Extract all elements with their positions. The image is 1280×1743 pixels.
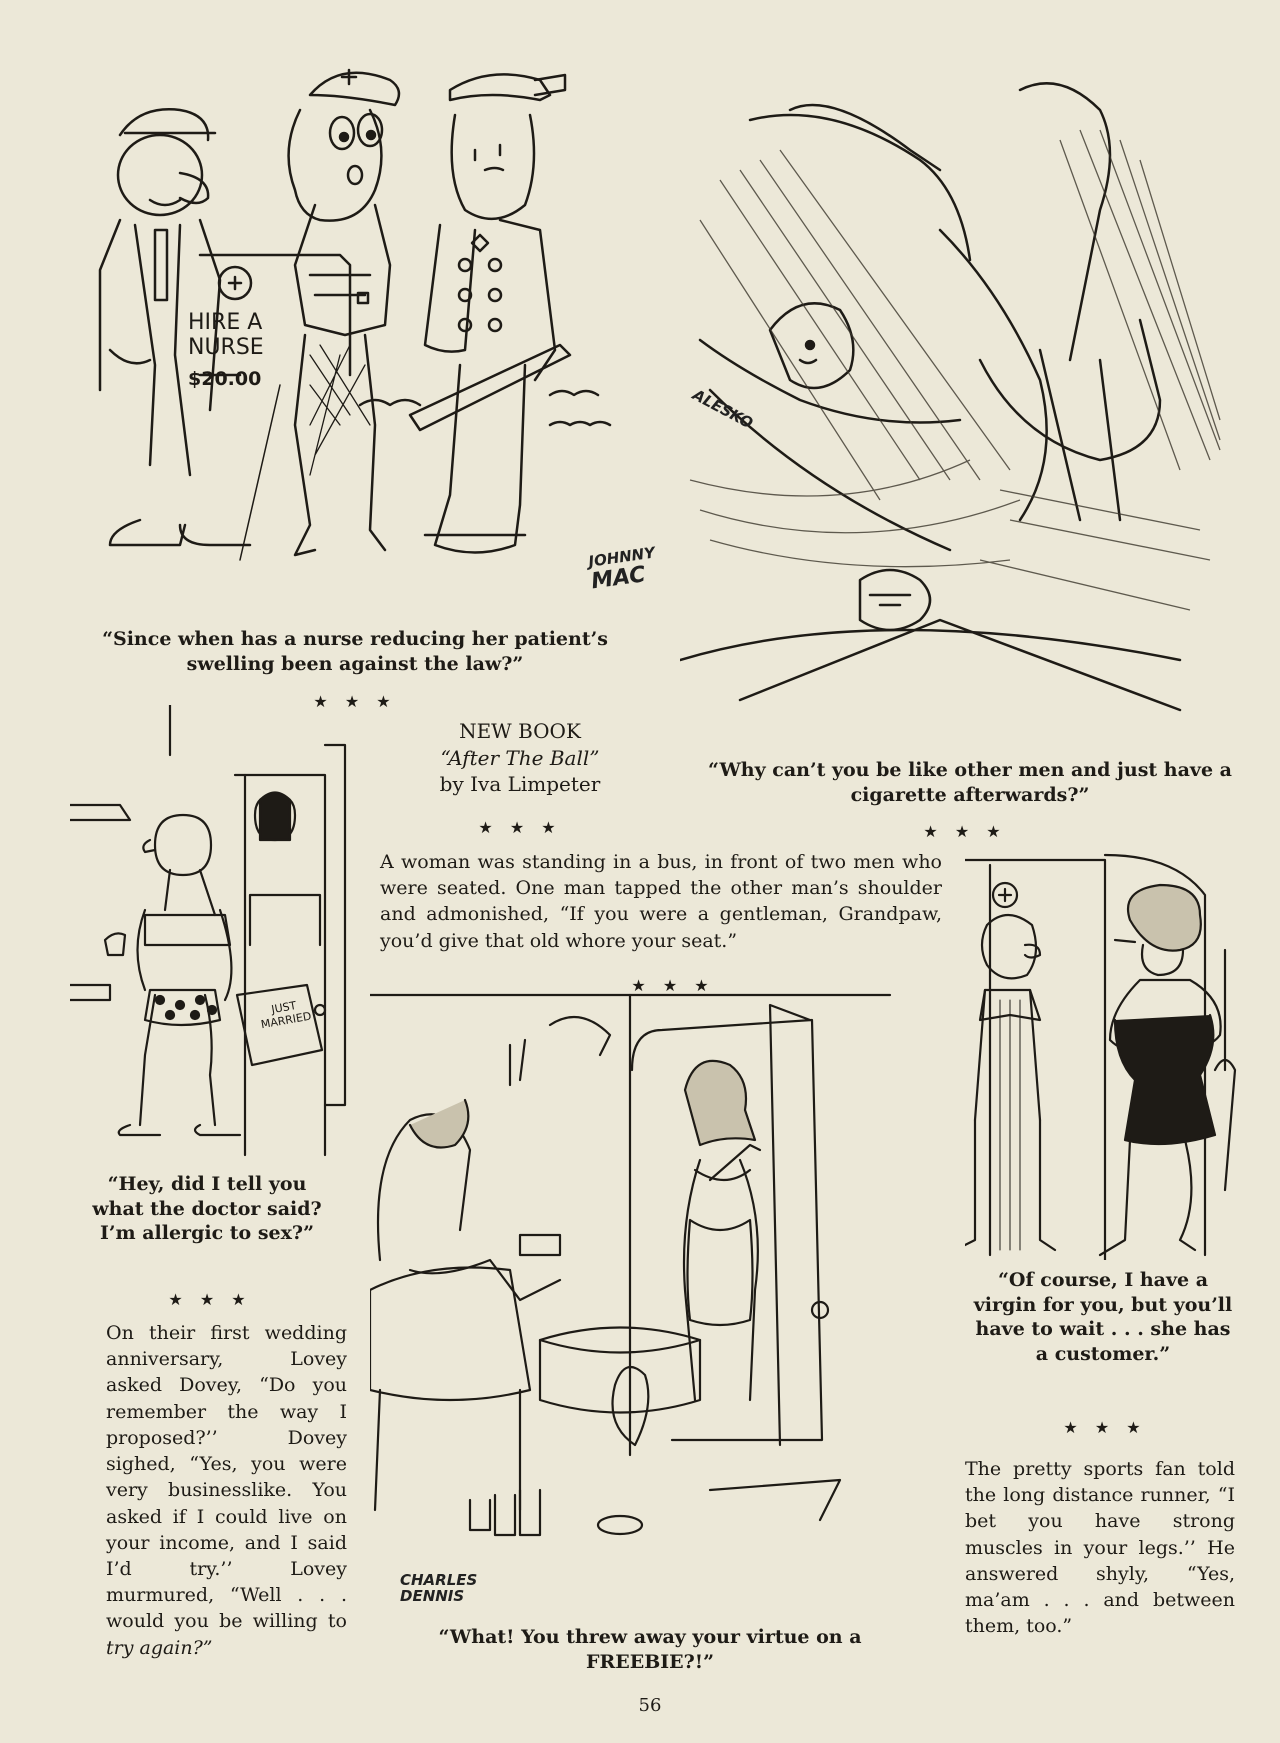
nurse-sign: HIRE A NURSE $20.00 <box>188 310 328 390</box>
nurse-sign-line-2: NURSE <box>188 335 264 361</box>
bathroom-caption: “Hey, did I tell you what the doctor sai… <box>92 1173 322 1245</box>
new-book-block: NEW BOOK “After The Ball” by Iva Limpete… <box>390 718 650 798</box>
bedroom-stars: ★ ★ ★ <box>923 822 1007 841</box>
new-book-stars: ★ ★ ★ <box>478 818 562 837</box>
nurse-sign-line-1: HIRE A <box>188 310 263 335</box>
bathroom-stars: ★ ★ ★ <box>168 1290 252 1309</box>
bathroom-cartoon: JUST MARRIED <box>70 705 360 1165</box>
freebie-cartoon-drawing <box>370 993 892 1537</box>
nurse-stars: ★ ★ ★ <box>313 692 397 711</box>
nurse-sign-price: $20.00 <box>188 367 262 390</box>
page-number: 56 <box>638 1695 662 1716</box>
bus-joke-stars: ★ ★ ★ <box>631 976 715 995</box>
new-book-title: “After The Ball” <box>440 745 600 770</box>
anniversary-joke-punchline: try again?” <box>106 1636 213 1659</box>
new-book-author: by Iva Limpeter <box>439 772 601 797</box>
freebie-cartoon: CHARLES DENNIS <box>370 990 930 1625</box>
bedroom-cartoon-drawing <box>680 82 1221 712</box>
new-book-heading: NEW BOOK <box>459 719 581 743</box>
freebie-signature-line-1: CHARLES <box>400 1571 478 1589</box>
bedroom-caption: “Why can’t you be like other men and jus… <box>708 759 1232 806</box>
freebie-caption-line-1: “What! You threw away your virtue on a <box>438 1626 862 1648</box>
anniversary-joke-text: On their first wedding anniversary, Love… <box>106 1322 347 1633</box>
nurse-cartoon: HIRE A NURSE $20.00 JOHNNY MAC <box>80 55 660 615</box>
freebie-signature-line-2: DENNIS <box>400 1586 465 1605</box>
freebie-caption: “What! You threw away your virtue on a F… <box>370 1625 930 1674</box>
bus-joke: A woman was standing in a bus, in front … <box>380 851 942 952</box>
bathroom-cartoon-drawing <box>70 705 347 1157</box>
madam-caption: “Of course, I have a virgin for you, but… <box>973 1269 1233 1366</box>
anniversary-joke: On their first wedding anniversary, Love… <box>106 1320 347 1661</box>
madam-cartoon <box>965 850 1245 1260</box>
freebie-cartoon-signature: CHARLES DENNIS <box>400 1571 478 1605</box>
sports-joke: The pretty sports fan told the long dist… <box>965 1458 1235 1638</box>
freebie-caption-line-2: FREEBIE?!” <box>585 1650 715 1673</box>
madam-stars: ★ ★ ★ <box>1063 1418 1147 1437</box>
madam-cartoon-drawing <box>965 853 1237 1260</box>
nurse-caption: “Since when has a nurse reducing her pat… <box>102 628 608 675</box>
nurse-cartoon-drawing <box>98 68 612 561</box>
bedroom-cartoon: ALESKO <box>680 60 1240 750</box>
